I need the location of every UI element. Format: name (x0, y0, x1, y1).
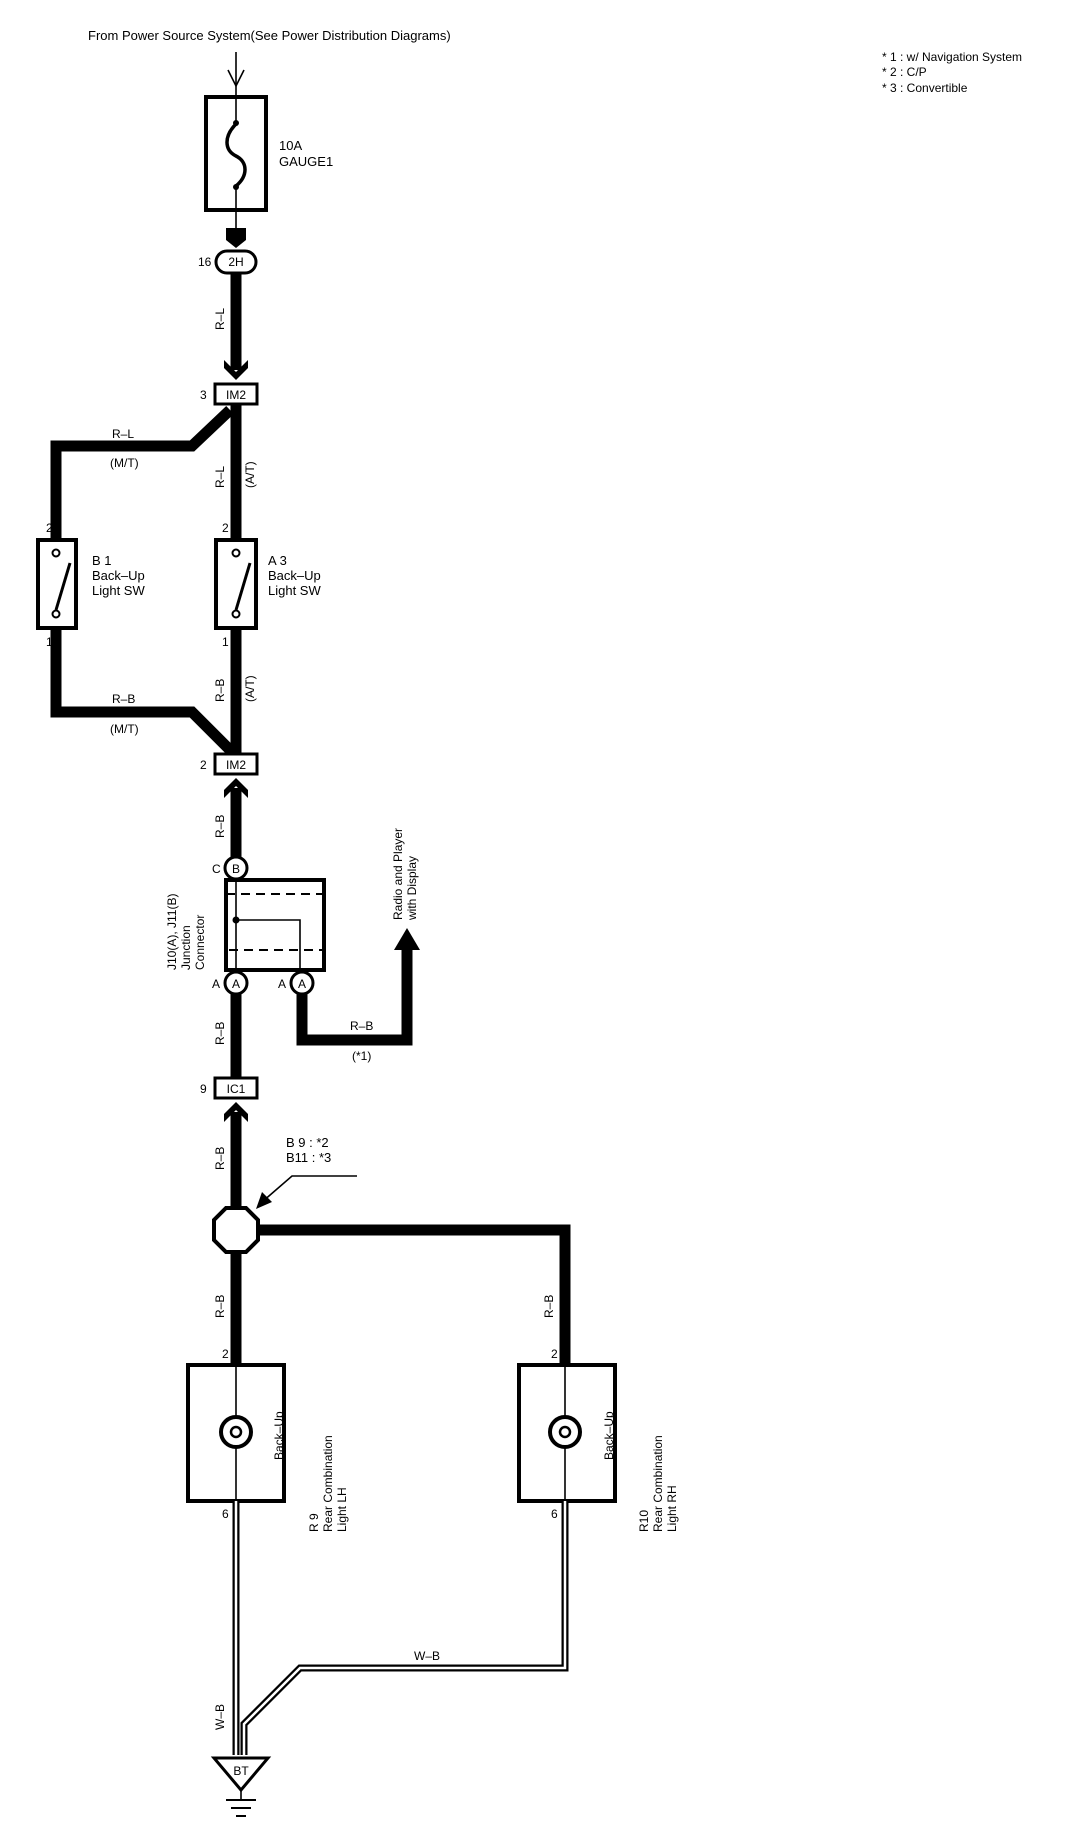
connector-im2-bottom-pin: 2 (200, 758, 207, 772)
terminal-mark (224, 1102, 248, 1122)
connector-im2-bottom-id: IM2 (226, 758, 246, 772)
connector-im2-bottom: IM2 (213, 752, 259, 776)
switch-b1-pin-top: 2 (46, 521, 53, 535)
junction-pin-a1-label: A (212, 977, 220, 991)
lamp-rh-name-1: Rear Combination (651, 1435, 665, 1532)
junction-pin-a2-conn: A (298, 977, 306, 991)
splice-point (212, 1206, 260, 1254)
terminal-mark (224, 778, 248, 798)
switch-b1 (36, 538, 78, 630)
wire-label-mt-bottom: (M/T) (110, 722, 139, 736)
lamp-lh-name-2: Light LH (335, 1487, 349, 1532)
wire-label-rb-at: R–B (213, 679, 227, 702)
junction-pin-a2: A (289, 970, 315, 996)
lamp-rh-pin-top: 2 (551, 1347, 558, 1361)
ground-bt: BT (210, 1756, 272, 1817)
wire-label-rb-jc: R–B (213, 1022, 227, 1045)
radio-label-1: Radio and Player (391, 828, 405, 920)
switch-b1-name-2: Light SW (92, 583, 145, 598)
note-3: * 3 : Convertible (882, 81, 968, 95)
switch-b1-code: B 1 (92, 553, 112, 568)
terminal-mark (224, 360, 248, 380)
lamp-rh-bulb: Back–Up (602, 1411, 616, 1460)
radio-label-2: with Display (405, 856, 419, 921)
connector-ic1-id: IC1 (227, 1082, 246, 1096)
radio-arrow (394, 928, 420, 950)
junction-pin-c-conn: B (232, 862, 240, 876)
wire-label-rl-main: R–L (213, 308, 227, 330)
lamp-lh-name-1: Rear Combination (321, 1435, 335, 1532)
lamp-lh-bulb: Back–Up (272, 1411, 286, 1460)
junction-label-1: J10(A), J11(B) (165, 894, 179, 970)
wire-label-wb-rh: W–B (414, 1649, 440, 1663)
lamp-rh-code: R10 (637, 1510, 651, 1532)
note-1: * 1 : w/ Navigation System (882, 50, 1022, 64)
connector-2h-id: 2H (228, 255, 243, 269)
switch-a3-code: A 3 (268, 553, 287, 568)
wire-label-mt-top: (M/T) (110, 456, 139, 470)
source-text: From Power Source System(See Power Distr… (88, 28, 451, 43)
wire-label-rl-mt: R–L (112, 427, 134, 441)
terminal-mark (226, 228, 246, 248)
fuse-gauge1 (204, 95, 268, 212)
wire-label-rb-im2: R–B (213, 815, 227, 838)
junction-label-3: Connector (193, 915, 207, 970)
switch-a3-pin-bottom: 1 (222, 635, 229, 649)
connector-ic1: IC1 (213, 1076, 259, 1100)
switch-a3 (214, 538, 258, 630)
connector-2h-pin: 16 (198, 255, 212, 269)
wire-label-radio-note: (*1) (352, 1049, 371, 1063)
splice-label-1: B 9 : *2 (286, 1135, 329, 1150)
lamp-lh (186, 1363, 286, 1503)
junction-pin-a2-label: A (278, 977, 286, 991)
wire-label-at-top: (A/T) (243, 461, 257, 488)
wb-wire-rh (240, 1501, 569, 1755)
wire-label-at-bottom: (A/T) (243, 675, 257, 702)
lamp-lh-code: R 9 (307, 1513, 321, 1532)
wire-label-rb-ic1: R–B (213, 1147, 227, 1170)
switch-b1-name-1: Back–Up (92, 568, 145, 583)
lamp-rh-name-2: Light RH (665, 1485, 679, 1532)
switch-a3-pin-top: 2 (222, 521, 229, 535)
switch-a3-name-1: Back–Up (268, 568, 321, 583)
connector-im2-top-pin: 3 (200, 388, 207, 402)
splice-pointer-arrow (256, 1192, 272, 1209)
junction-connector (224, 872, 326, 972)
wire-label-wb-ground: W–B (213, 1704, 227, 1730)
lamp-rh (517, 1363, 617, 1503)
fuse-name: GAUGE1 (279, 154, 333, 169)
lamp-lh-pin-bottom: 6 (222, 1507, 229, 1521)
lamp-rh-pin-bottom: 6 (551, 1507, 558, 1521)
junction-pin-a1: A (223, 970, 249, 996)
switch-b1-pin-bottom: 1 (46, 635, 53, 649)
wire-label-rb-radio: R–B (350, 1019, 373, 1033)
switch-a3-name-2: Light SW (268, 583, 321, 598)
connector-im2-top: IM2 (213, 382, 259, 406)
wire-label-rb-lh: R–B (213, 1295, 227, 1318)
ground-bt-id: BT (233, 1764, 249, 1778)
junction-pin-c: B (223, 855, 249, 881)
lamp-lh-pin-top: 2 (222, 1347, 229, 1361)
power-in-arrow (227, 52, 245, 96)
splice-label-2: B11 : *3 (286, 1150, 331, 1165)
junction-label-2: Junction (179, 925, 193, 970)
fuse-rating: 10A (279, 138, 302, 153)
connector-2h: 2H (214, 249, 258, 275)
wire-label-rl-at: R–L (213, 466, 227, 488)
junction-pin-a1-conn: A (232, 977, 240, 991)
connector-ic1-pin: 9 (200, 1082, 207, 1096)
note-2: * 2 : C/P (882, 65, 927, 79)
wire-label-rb-rh: R–B (542, 1295, 556, 1318)
junction-pin-c-label: C (212, 862, 221, 876)
connector-im2-top-id: IM2 (226, 388, 246, 402)
wire-label-rb-mt: R–B (112, 692, 135, 706)
